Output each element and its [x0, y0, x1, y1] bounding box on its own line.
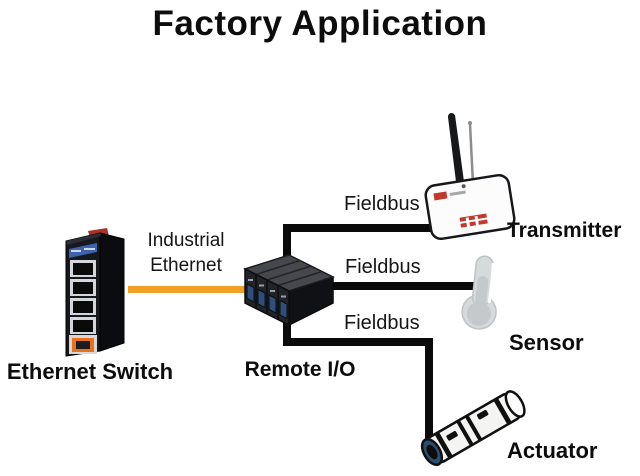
page-title: Factory Application	[152, 4, 488, 43]
actuator-icon	[420, 390, 526, 467]
transmitter-label: Transmitter	[507, 219, 622, 242]
fieldbus-label-sensor: Fieldbus	[345, 256, 421, 278]
ethernet-switch-icon	[65, 228, 125, 357]
antenna-icon	[448, 113, 475, 190]
fieldbus-actuator-line-vertical1	[283, 306, 291, 346]
io-connectors	[246, 279, 288, 320]
fieldbus-label-actuator: Fieldbus	[344, 312, 420, 334]
fieldbus-actuator-line-horizontal	[283, 338, 433, 346]
industrial-ethernet-line	[128, 286, 249, 293]
industrial-ethernet-label-line1: Industrial	[147, 230, 225, 251]
sensor-icon	[461, 255, 497, 330]
transmitter-icon	[424, 113, 516, 241]
uplink-port-orange	[69, 335, 97, 354]
industrial-ethernet-label-line2: Ethernet	[150, 255, 222, 276]
fieldbus-transmitter-line-vertical	[283, 224, 291, 268]
fieldbus-actuator-line-vertical2	[425, 338, 433, 452]
fieldbus-label-transmitter: Fieldbus	[344, 193, 420, 215]
sensor-label: Sensor	[509, 330, 584, 355]
ethernet-switch-label: Ethernet Switch	[6, 359, 174, 384]
industrial-ethernet-label: Industrial Ethernet	[130, 228, 242, 278]
fieldbus-transmitter-line-horizontal	[283, 224, 475, 232]
rj45-ports	[70, 260, 96, 334]
remote-io-label: Remote I/O	[244, 358, 356, 381]
fieldbus-sensor-line	[330, 282, 477, 290]
remote-io-icon	[243, 254, 335, 327]
actuator-label: Actuator	[507, 438, 598, 463]
